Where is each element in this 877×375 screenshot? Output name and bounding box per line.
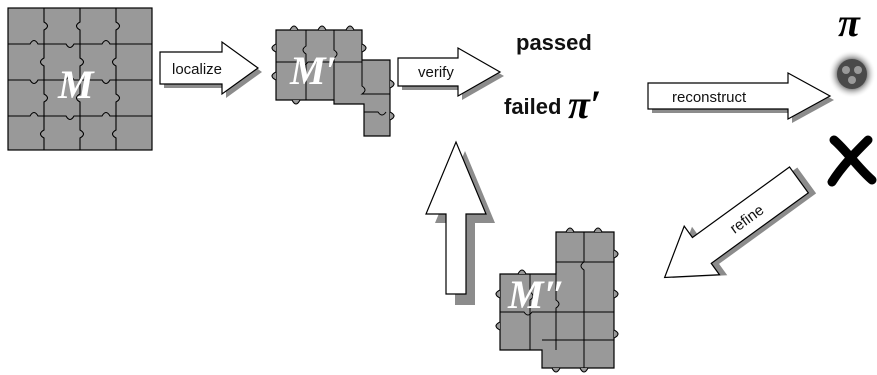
- reconstruct-arrow: reconstruct: [647, 71, 834, 123]
- verify-arrow: verify: [397, 46, 504, 100]
- matrix-m-double-prime-label: M″: [507, 272, 566, 317]
- passed-text: passed: [516, 30, 592, 55]
- pi-symbol: π: [838, 0, 861, 45]
- up-arrow: [425, 140, 495, 305]
- x-mark-icon: [827, 135, 877, 187]
- localize-label: localize: [172, 61, 222, 78]
- failed-text: failed: [504, 94, 561, 119]
- pi-prime-symbol: π′: [568, 82, 601, 127]
- matrix-m-label: M: [57, 62, 95, 107]
- localize-arrow: localize: [159, 40, 262, 98]
- reconstruct-label: reconstruct: [672, 89, 747, 106]
- verify-label: verify: [418, 64, 454, 81]
- refine-arrow: refine: [663, 166, 817, 279]
- matrix-m: M: [7, 7, 153, 151]
- blurred-image-icon: [828, 50, 876, 98]
- matrix-m-prime: M′: [271, 25, 395, 137]
- matrix-m-double-prime: M″: [495, 227, 619, 373]
- matrix-m-prime-label: M′: [289, 48, 337, 93]
